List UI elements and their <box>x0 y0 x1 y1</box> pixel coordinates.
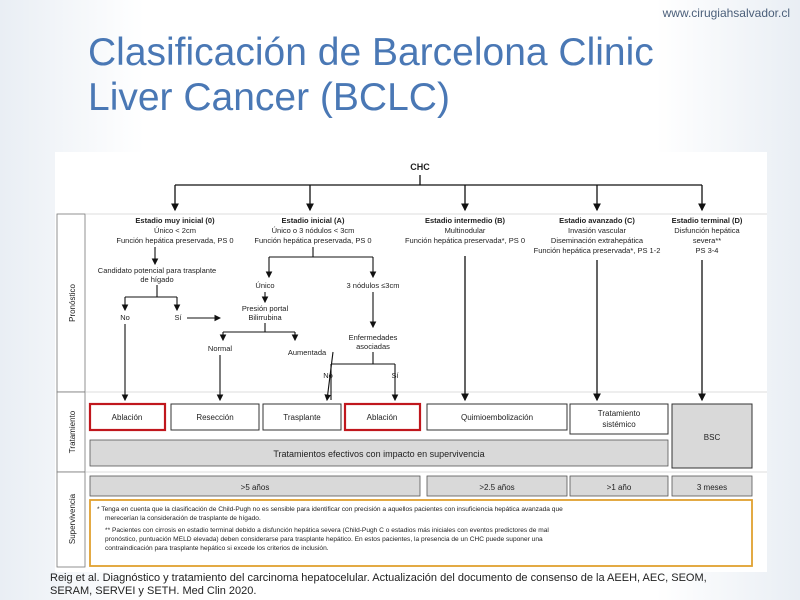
stage-c-line1: Invasión vascular <box>568 226 626 235</box>
stage-b-title: Estadio intermedio (B) <box>425 216 506 225</box>
treatment-ablacion-1: Ablación <box>88 402 167 432</box>
slide-title: Clasificación de Barcelona Clinic Liver … <box>88 30 768 120</box>
survival-1-year: >1 año <box>569 475 669 497</box>
survival-2-5-years-label: >2.5 años <box>479 483 514 492</box>
treatment-reseccion: Resección <box>170 403 260 431</box>
note-2-line1: ** Pacientes con cirrosis en estadio ter… <box>105 527 549 534</box>
stage-a-line1: Único o 3 nódulos < 3cm <box>272 226 355 235</box>
label-supervivencia: Supervivencia <box>68 493 77 544</box>
note-2-line2: pronóstico, puntuación MELD elevada) deb… <box>105 536 543 543</box>
survival-2-5-years: >2.5 años <box>426 475 568 497</box>
treatment-ablacion-1-label: Ablación <box>112 413 143 422</box>
stage-d-title: Estadio terminal (D) <box>672 216 743 225</box>
effective-treatments-bar: Tratamientos efectivos con impacto en su… <box>89 439 669 467</box>
node-tres-nodulos: 3 nódulos ≤3cm <box>347 281 400 290</box>
stage-c: Estadio avanzado (C) Invasión vascular D… <box>534 216 661 255</box>
footnotes-box: * Tenga en cuenta que la clasificación d… <box>89 499 753 567</box>
node-no-1: No <box>120 313 130 322</box>
stage-b-line1: Multinodular <box>445 226 486 235</box>
stage-d: Estadio terminal (D) Disfunción hepática… <box>672 216 743 255</box>
note-1-line2: merecerían la consideración de trasplant… <box>105 515 261 522</box>
bclc-flowchart: CHC Pronóstico Tratamiento Supervivencia… <box>56 162 767 568</box>
survival-5-years: >5 años <box>89 475 421 497</box>
stage-0-title: Estadio muy inicial (0) <box>135 216 215 225</box>
node-unico: Único <box>255 281 274 290</box>
survival-3-months-label: 3 meses <box>697 483 727 492</box>
label-tratamiento: Tratamiento <box>68 410 77 453</box>
treatment-trasplante-label: Trasplante <box>283 413 321 422</box>
node-normal: Normal <box>208 344 233 353</box>
node-aumentada: Aumentada <box>288 348 327 357</box>
stage-0-line1: Único < 2cm <box>154 226 196 235</box>
stage-a-title: Estadio inicial (A) <box>282 216 345 225</box>
treatment-reseccion-label: Resección <box>196 413 233 422</box>
section-tratamiento <box>56 391 86 473</box>
stage-a-line2: Función hepática preservada, PS 0 <box>254 236 371 245</box>
slide-title-line1: Clasificación de Barcelona Clinic <box>88 31 654 74</box>
citation: Reig et al. Diagnóstico y tratamiento de… <box>50 572 795 598</box>
node-enfermedades-line1: Enfermedades <box>349 333 398 342</box>
node-presion-line2: Bilirrubina <box>248 313 282 322</box>
survival-3-months: 3 meses <box>671 475 753 497</box>
stage-b: Estadio intermedio (B) Multinodular Func… <box>405 216 525 245</box>
treatment-bsc: BSC <box>671 403 753 469</box>
treatment-quimio-label: Quimioembolización <box>461 413 533 422</box>
stage-d-line1: Disfunción hepática <box>674 226 740 235</box>
label-pronostico: Pronóstico <box>68 284 77 322</box>
treatment-sistemico-line2: sistémico <box>602 420 636 429</box>
node-enfermedades-line2: asociadas <box>356 342 390 351</box>
treatment-sistemico-line1: Tratamiento <box>598 409 641 418</box>
stage-d-line3: PS 3-4 <box>696 246 719 255</box>
treatment-trasplante: Trasplante <box>262 403 342 431</box>
note-1-line1: * Tenga en cuenta que la clasificación d… <box>97 506 563 513</box>
node-no-2: No <box>323 371 333 380</box>
bclc-diagram: CHC Pronóstico Tratamiento Supervivencia… <box>55 152 767 572</box>
treatment-quimioembolizacion: Quimioembolización <box>426 403 568 431</box>
stage-b-line2: Función hepática preservada*, PS 0 <box>405 236 525 245</box>
note-2-line3: contraindicación para trasplante hepátic… <box>105 545 329 552</box>
website-watermark: www.cirugiahsalvador.cl <box>662 6 790 20</box>
node-si-2: Sí <box>391 371 399 380</box>
treatment-bsc-label: BSC <box>704 433 721 442</box>
section-supervivencia <box>56 471 86 568</box>
stage-a: Estadio inicial (A) Único o 3 nódulos < … <box>254 216 371 245</box>
treatment-ablacion-2-label: Ablación <box>367 413 398 422</box>
survival-1-year-label: >1 año <box>607 483 632 492</box>
root-chc: CHC <box>410 162 430 172</box>
node-presion-line1: Presión portal <box>242 304 289 313</box>
treatment-ablacion-2: Ablación <box>343 402 422 432</box>
node-candidato-line1: Candidato potencial para trasplante <box>98 266 216 275</box>
citation-line2: SERAM, SERVEI y SETH. Med Clin 2020. <box>50 585 257 597</box>
citation-line1: Reig et al. Diagnóstico y tratamiento de… <box>50 572 707 584</box>
effective-treatments-label: Tratamientos efectivos con impacto en su… <box>273 449 484 459</box>
stage-c-line2: Diseminación extrahepática <box>551 236 644 245</box>
survival-5-years-label: >5 años <box>241 483 270 492</box>
slide-title-line2: Liver Cancer (BCLC) <box>88 76 450 119</box>
node-si-1: Sí <box>174 313 182 322</box>
stage-d-line2: severa** <box>693 236 721 245</box>
stage-c-line3: Función hepática preservada*, PS 1-2 <box>534 246 661 255</box>
node-candidato-line2: de hígado <box>140 275 173 284</box>
stage-0: Estadio muy inicial (0) Único < 2cm Func… <box>116 216 233 245</box>
treatment-sistemico: Tratamiento sistémico <box>569 403 669 435</box>
stage-c-title: Estadio avanzado (C) <box>559 216 635 225</box>
stage-0-line2: Función hepática preservada, PS 0 <box>116 236 233 245</box>
